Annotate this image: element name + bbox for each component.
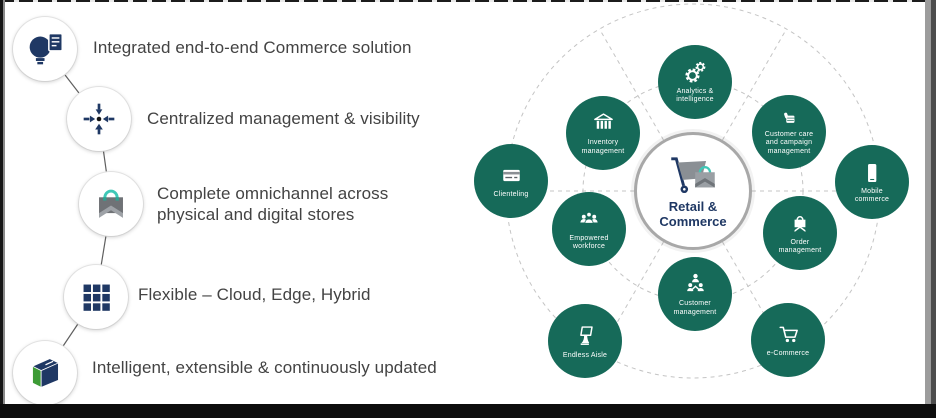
feature-label-2: Centralized management & visibility [147, 109, 420, 128]
package-box-icon [31, 358, 60, 388]
bank-building-icon [593, 113, 613, 129]
grid-tiles-icon [83, 284, 110, 311]
feature-label-1: Integrated end-to-end Commerce solution [93, 38, 412, 57]
bubble-label: Customer management [673, 300, 717, 316]
top-border [0, 0, 936, 2]
bubble-customer-management: Customer management [658, 257, 732, 331]
bubble-ecommerce: e-Commerce [751, 303, 825, 377]
gears-icon [685, 61, 706, 83]
feature-icon-circle-5 [13, 341, 77, 405]
bubble-analytics-intelligence: Analytics & intelligence [658, 45, 732, 119]
bubble-label: Order management [778, 238, 822, 255]
bubble-label: Endless Aisle [562, 351, 608, 359]
left-border [0, 0, 3, 418]
hub-label: Retail & Commerce [659, 199, 727, 229]
left-border-inner [3, 0, 5, 418]
team-icon [580, 211, 598, 224]
converging-arrows-icon [83, 103, 115, 135]
org-people-icon [686, 273, 704, 292]
bubble-order-management: Order management [763, 196, 837, 270]
feature-icon-circle-3 [79, 172, 143, 236]
bubble-label: e-Commerce [766, 350, 810, 358]
feature-icon-circle-4 [64, 265, 128, 329]
bubble-label: Inventory management [581, 139, 625, 155]
bubble-label: Mobile commerce [854, 187, 890, 204]
shopping-cart-icon [778, 326, 798, 343]
bubble-inventory-management: Inventory management [566, 96, 640, 170]
bubble-label: Customer care and campaign management [764, 130, 814, 155]
feature-icon-circle-1 [13, 17, 77, 81]
feature-label-3: Complete omnichannel across physical and… [157, 184, 389, 224]
shopping-bag-icon [99, 189, 123, 218]
feature-label-5: Intelligent, extensible & continuously u… [92, 358, 437, 377]
feature-icon-circle-2 [67, 87, 131, 151]
cart-and-bag-icon [671, 157, 715, 194]
right-border-inner [925, 0, 931, 418]
hub-retail-commerce: Retail & Commerce [634, 132, 752, 250]
lightbulb-document-icon [29, 32, 64, 65]
bubble-label: Clienteling [493, 191, 529, 199]
bubble-label: Analytics & intelligence [676, 87, 714, 104]
bubble-clienteling: Clienteling [474, 144, 548, 218]
kiosk-icon [580, 326, 593, 345]
smartphone-icon [868, 163, 877, 182]
bubble-label: Empowered workforce [569, 234, 609, 251]
bubble-mobile-commerce: Mobile commerce [835, 145, 909, 219]
feature-label-4: Flexible – Cloud, Edge, Hybrid [138, 285, 371, 304]
right-border [931, 0, 936, 418]
thumbs-up-icon [783, 112, 794, 123]
bubble-empowered-workforce: Empowered workforce [552, 192, 626, 266]
bottom-border [0, 404, 936, 418]
credit-card-icon [502, 170, 520, 182]
bubble-customer-care: Customer care and campaign management [752, 95, 826, 169]
order-bag-icon [794, 215, 806, 232]
bubble-endless-aisle: Endless Aisle [548, 304, 622, 378]
